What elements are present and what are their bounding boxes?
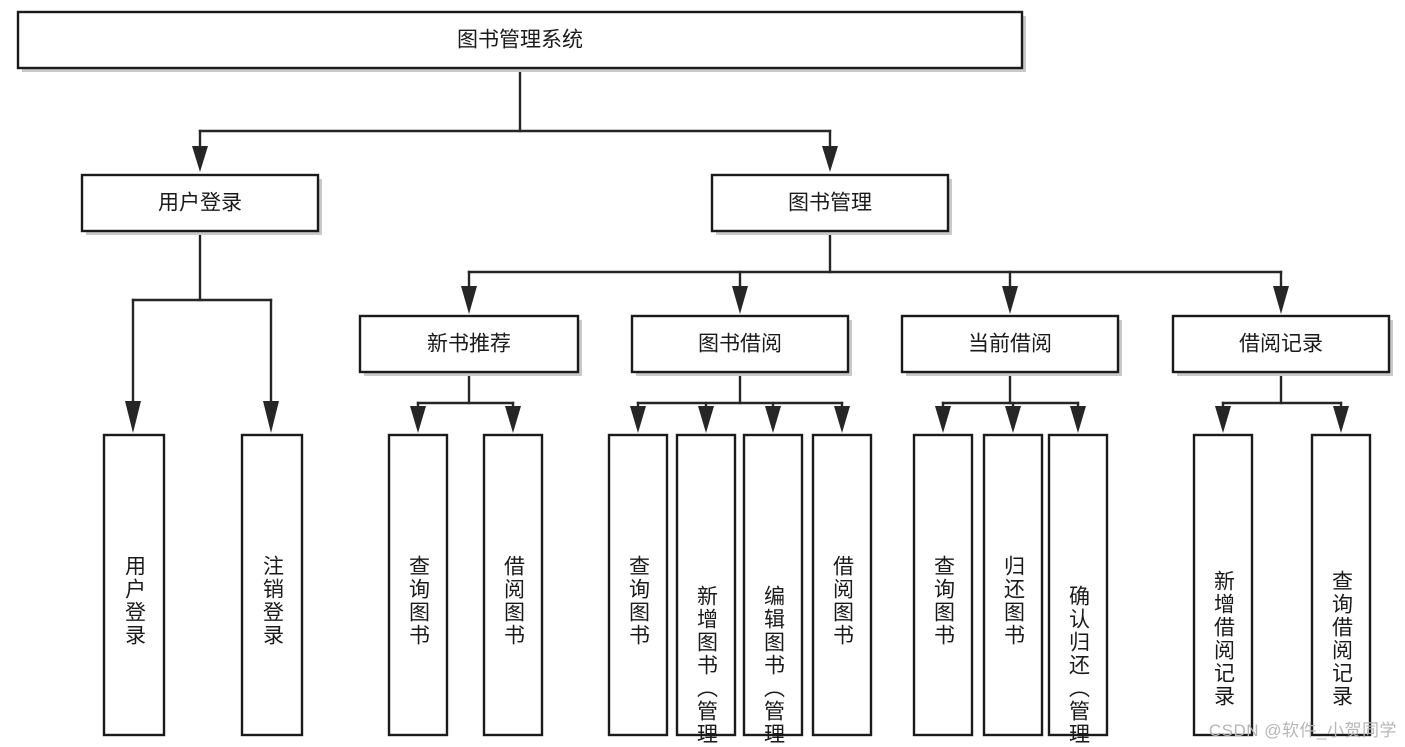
leaf-label: 编辑图书（管理员） — [762, 585, 786, 747]
node-borrow-record-label: 借阅记录 — [1239, 333, 1323, 356]
leaf-rect — [912, 433, 974, 737]
leaf-rect — [102, 433, 166, 737]
arrow-userlogin-leaf-2 — [263, 401, 279, 433]
node-new-book-recommend-label: 新书推荐 — [427, 333, 511, 356]
leaf-rect — [1310, 433, 1372, 737]
leaf-rect — [240, 433, 304, 737]
arrow-borrowrecord-leaf-2 — [1333, 406, 1349, 433]
node-current-borrow-rect — [900, 314, 1120, 374]
node-book-management[interactable]: 图书管理 — [710, 173, 952, 235]
leaf-label: 借阅图书 — [502, 555, 526, 647]
node-book-borrow-label: 图书借阅 — [698, 333, 782, 356]
arrow-root-to-book-mgmt — [822, 146, 838, 172]
arrow-borrowrecord-leaf-1 — [1215, 406, 1231, 433]
arrow-bookmgmt-to-new-book — [461, 286, 477, 314]
node-user-login-label: 用户登录 — [158, 192, 242, 215]
leaf-rect — [607, 433, 669, 737]
arrow-currentborrow-leaf-3 — [1070, 406, 1086, 433]
node-root-rect — [16, 10, 1024, 70]
node-book-management-rect — [710, 173, 950, 233]
leaf-label: 确认归还（管理员） — [1067, 585, 1091, 747]
leaf-borrow-record-add-record[interactable]: 新增借阅记录 — [1192, 433, 1254, 737]
node-current-borrow[interactable]: 当前借阅 — [900, 314, 1122, 376]
node-new-book-recommend[interactable]: 新书推荐 — [358, 314, 582, 376]
connector-group — [125, 66, 1349, 433]
arrow-currentborrow-leaf-2 — [1005, 406, 1021, 433]
node-borrow-record[interactable]: 借阅记录 — [1171, 314, 1393, 376]
arrow-bookborrow-leaf-4 — [834, 406, 850, 433]
leaf-label: 查询图书 — [932, 555, 956, 647]
node-new-book-recommend-rect — [358, 314, 580, 374]
node-root-book-management-system[interactable]: 图书管理系统 — [16, 10, 1026, 72]
node-book-borrow[interactable]: 图书借阅 — [630, 314, 852, 376]
leaf-label: 查询图书 — [627, 555, 651, 647]
leaf-borrow-record-query-record[interactable]: 查询借阅记录 — [1310, 433, 1372, 737]
node-user-login[interactable]: 用户登录 — [80, 173, 322, 235]
leaf-rect — [1192, 433, 1254, 737]
leaf-new-book-query-book[interactable]: 查询图书 — [387, 433, 449, 737]
leaf-book-borrow-add-book-admin[interactable]: 新增图书（管理员） — [675, 433, 737, 747]
leaf-current-borrow-confirm-return-admin[interactable]: 确认归还（管理员） — [1047, 433, 1109, 747]
leaf-current-borrow-query-book[interactable]: 查询图书 — [912, 433, 974, 737]
arrow-currentborrow-leaf-1 — [935, 406, 951, 433]
arrow-bookmgmt-to-current-borrow — [1002, 286, 1018, 314]
leaf-label: 借阅图书 — [831, 555, 855, 647]
arrow-bookborrow-leaf-1 — [630, 406, 646, 433]
leaf-rect — [482, 433, 544, 737]
leaf-label: 新增图书（管理员） — [695, 585, 719, 747]
arrow-root-to-user-login — [192, 146, 208, 172]
arrow-bookmgmt-to-borrow-record — [1273, 286, 1289, 314]
leaf-rect — [982, 433, 1044, 737]
arrow-bookborrow-leaf-2 — [698, 406, 714, 433]
leaf-rect — [811, 433, 873, 737]
arrow-newbook-leaf-1 — [410, 406, 426, 433]
node-book-borrow-rect — [630, 314, 850, 374]
leaf-rect — [742, 433, 804, 737]
leaf-user-login-user-login[interactable]: 用户登录 — [102, 433, 166, 737]
arrow-bookmgmt-to-book-borrow — [732, 286, 748, 314]
leaf-current-borrow-return-book[interactable]: 归还图书 — [982, 433, 1044, 737]
leaf-label: 新增借阅记录 — [1212, 570, 1236, 708]
arrow-newbook-leaf-2 — [505, 406, 521, 433]
leaf-book-borrow-borrow-book[interactable]: 借阅图书 — [811, 433, 873, 737]
leaf-label: 查询图书 — [407, 555, 431, 647]
leaf-book-borrow-query-book[interactable]: 查询图书 — [607, 433, 669, 737]
leaf-label: 归还图书 — [1002, 555, 1026, 647]
leaf-rect — [675, 433, 737, 737]
node-current-borrow-label: 当前借阅 — [968, 333, 1052, 356]
leaf-label: 用户登录 — [123, 555, 147, 647]
node-root-label: 图书管理系统 — [457, 29, 583, 52]
leaf-label: 注销登录 — [261, 555, 285, 647]
leaf-new-book-borrow-book[interactable]: 借阅图书 — [482, 433, 544, 737]
node-borrow-record-rect — [1171, 314, 1391, 374]
node-user-login-rect — [80, 173, 320, 233]
leaf-rect — [1047, 433, 1109, 737]
leaf-rect — [387, 433, 449, 737]
arrow-bookborrow-leaf-3 — [765, 406, 781, 433]
arrow-userlogin-leaf-1 — [125, 401, 141, 433]
leaf-book-borrow-edit-book-admin[interactable]: 编辑图书（管理员） — [742, 433, 804, 747]
leaf-label: 查询借阅记录 — [1330, 570, 1354, 708]
node-book-management-label: 图书管理 — [788, 192, 872, 215]
leaf-user-login-logout[interactable]: 注销登录 — [240, 433, 304, 737]
